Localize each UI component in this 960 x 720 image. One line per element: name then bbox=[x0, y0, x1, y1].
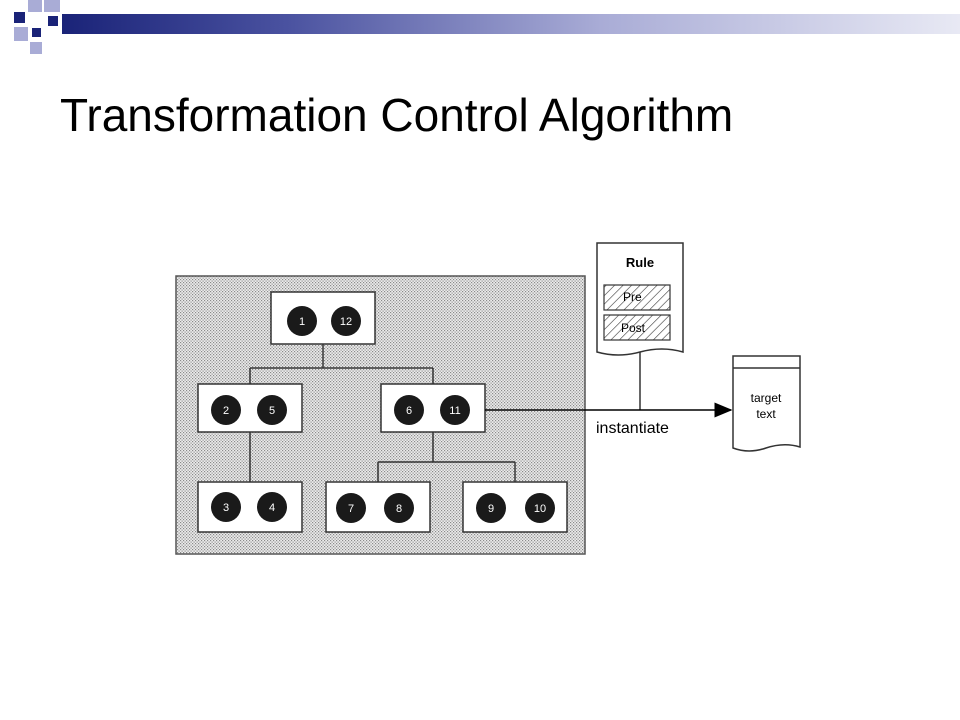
tree-node-root: 1 12 bbox=[270, 291, 376, 345]
node-label: 9 bbox=[488, 503, 494, 515]
decor-square-dark-3 bbox=[48, 16, 58, 26]
page-title: Transformation Control Algorithm bbox=[60, 89, 734, 141]
decor-square-light-4 bbox=[30, 42, 42, 54]
rule-title: Rule bbox=[626, 255, 654, 270]
node-label: 5 bbox=[269, 405, 275, 417]
node-label: 2 bbox=[223, 405, 229, 417]
node-label: 6 bbox=[406, 405, 412, 417]
rule-document: Rule Pre Post bbox=[596, 242, 684, 356]
node-label: 10 bbox=[534, 503, 546, 515]
tree-node-right-child-b: 9 10 bbox=[462, 481, 568, 533]
target-document: target text bbox=[732, 355, 801, 452]
tree-node-left-child: 3 4 bbox=[197, 481, 303, 533]
decor-square-light-3 bbox=[44, 0, 60, 12]
decor-header-bar bbox=[62, 14, 960, 34]
instantiate-label: instantiate bbox=[596, 420, 669, 437]
tree-node-right-child-a: 7 8 bbox=[325, 481, 431, 533]
target-label-line1: target bbox=[751, 391, 782, 405]
target-label-line2: text bbox=[756, 407, 776, 421]
rule-pre-box bbox=[603, 284, 671, 311]
node-label: 7 bbox=[348, 503, 354, 515]
node-label: 1 bbox=[299, 316, 305, 328]
node-label: 11 bbox=[449, 405, 460, 417]
decor-square-light-2 bbox=[14, 27, 28, 41]
decor-square-light-1 bbox=[28, 0, 42, 12]
tree-node-right: 6 11 bbox=[380, 383, 486, 433]
tree-node-left: 2 5 bbox=[197, 383, 303, 433]
rule-post-box bbox=[603, 314, 671, 341]
decor-square-dark-2 bbox=[32, 28, 41, 37]
node-label: 4 bbox=[269, 502, 275, 514]
tree-connectors bbox=[249, 344, 516, 482]
rule-post-label: Post bbox=[621, 321, 646, 335]
decor-square-dark-1 bbox=[14, 12, 25, 23]
rule-pre-label: Pre bbox=[623, 290, 642, 304]
node-label: 8 bbox=[396, 503, 402, 515]
node-label: 3 bbox=[223, 502, 229, 514]
node-label: 12 bbox=[340, 316, 352, 328]
